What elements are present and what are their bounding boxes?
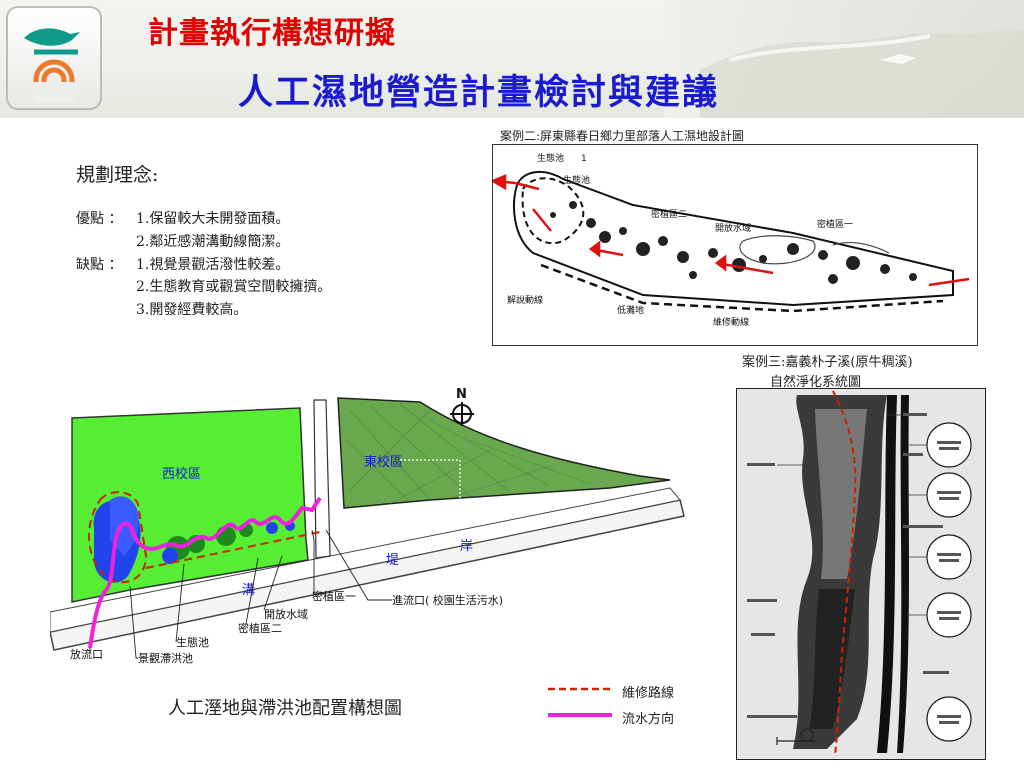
case3-diagram bbox=[736, 388, 986, 760]
levee-char: 岸 bbox=[460, 539, 473, 554]
case2-label-eco-pond-2: 生態池 bbox=[563, 174, 590, 186]
page-title: 計畫執行構想研擬 bbox=[148, 16, 396, 51]
organization-logo bbox=[6, 6, 102, 110]
page-subtitle: 人工濕地營造計畫檢討與建議 bbox=[238, 73, 720, 113]
callout-dense-zone-2: 密植區二 bbox=[238, 621, 282, 635]
case2-label-mark: 1 bbox=[581, 154, 587, 164]
callout-dense-zone-1: 密植區一 bbox=[312, 589, 356, 603]
legend-maint-route-swatch bbox=[548, 687, 612, 691]
concept-row: 2.鄰近感潮溝動線簡潔。 bbox=[76, 231, 289, 251]
case3-caption-line1: 案例三:嘉義朴子溪(原牛稠溪) bbox=[742, 355, 913, 370]
case2-diagram: 生態池 1 生態池 密植區二 開放水域 密植區一 解說動線 低灘地 維修動線 bbox=[490, 144, 978, 346]
concept-row: 優點 ： 1.保留較大未開發面積。 bbox=[76, 208, 289, 228]
concept-row-text: 1.視覺景觀活潑性較差。 bbox=[136, 257, 290, 273]
case2-label-open-water: 開放水域 bbox=[715, 222, 751, 234]
concept-row-text: 1.保留較大未開發面積。 bbox=[136, 211, 290, 227]
concept-row: 缺點 ： 1.視覺景觀活潑性較差。 bbox=[76, 254, 289, 274]
case2-label-dense-zone-2: 密植區二 bbox=[651, 208, 687, 220]
main-map-caption: 人工溼地與滯洪池配置構想圖 bbox=[168, 698, 402, 719]
callout-inlet: 進流口( 校園生活污水) bbox=[392, 593, 503, 607]
levee-char: 堤 bbox=[386, 553, 399, 568]
concept-row-text: 2.鄰近感潮溝動線簡潔。 bbox=[136, 234, 290, 250]
concept-row-text: 2.生態教育或觀賞空間較擁擠。 bbox=[136, 279, 332, 295]
callout-landscape-pond: 景觀滯洪池 bbox=[138, 651, 193, 665]
north-arrow-icon: N bbox=[450, 387, 474, 426]
west-campus-label: 西校區 bbox=[162, 466, 201, 482]
north-label: N bbox=[456, 387, 467, 402]
concept-title: 規劃理念: bbox=[76, 164, 159, 186]
legend-flow-direction: 流水方向 bbox=[622, 712, 675, 727]
case2-label-low-marsh: 低灘地 bbox=[617, 304, 644, 316]
concept-row-label: 優點 ： bbox=[76, 211, 123, 227]
case2-label-maint-line: 維修動線 bbox=[713, 316, 749, 328]
concept-row-text: 3.開發經費較高。 bbox=[136, 302, 248, 318]
case3-caption-line2: 自然淨化系統圖 bbox=[770, 375, 862, 390]
campus-wetland-layout-map: N 西校區 東校區 溝 堤 岸 bbox=[49, 380, 690, 690]
callout-eco-pond: 生態池 bbox=[176, 635, 209, 649]
header-banner: 計畫執行構想研擬 人工濕地營造計畫檢討與建議 bbox=[0, 0, 1024, 118]
east-campus-label: 東校區 bbox=[364, 454, 403, 470]
callout-open-water: 開放水域 bbox=[264, 607, 308, 621]
header-decoration-landscape bbox=[700, 29, 1024, 118]
concept-row-label: 缺點 ： bbox=[76, 257, 123, 273]
case2-label-dense-zone-1: 密植區一 bbox=[817, 218, 853, 230]
case2-label-eco-pond-1: 生態池 bbox=[537, 152, 564, 164]
case2-caption: 案例二:屏東縣春日鄉力里部落人工濕地設計圖 bbox=[500, 129, 745, 143]
legend-maint-route: 維修路線 bbox=[622, 686, 675, 701]
case2-label-interpret-line: 解說動線 bbox=[507, 294, 543, 306]
concept-row: 2.生態教育或觀賞空間較擁擠。 bbox=[76, 276, 331, 296]
concept-row: 3.開發經費較高。 bbox=[76, 299, 247, 319]
legend-flow-swatch bbox=[548, 713, 612, 717]
callout-outlet: 放流口 bbox=[70, 647, 103, 661]
